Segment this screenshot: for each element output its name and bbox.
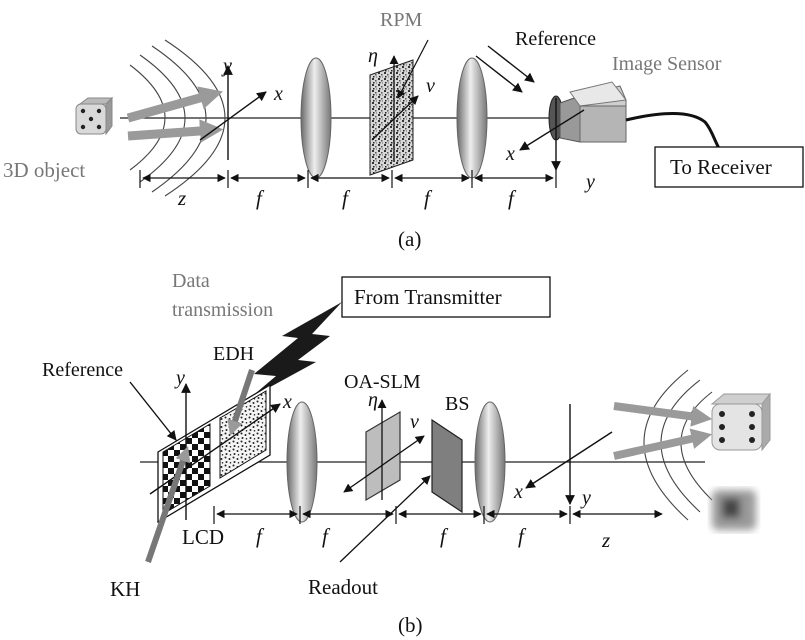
reference-arrow [487, 45, 535, 83]
y-axis-label: y [174, 367, 185, 389]
x-axis-arrow [519, 109, 585, 151]
lightning-icon [250, 302, 342, 398]
beam-arrow [613, 402, 713, 427]
caption-b: (b) [398, 613, 423, 637]
x-axis-arrow [525, 431, 613, 489]
rpm-plate [369, 59, 414, 176]
oa-slm-label: OA-SLM [344, 371, 421, 393]
beam-arrow [126, 86, 224, 123]
y-axis-label: y [580, 487, 591, 509]
x-axis-label: x [273, 83, 283, 105]
lens [474, 401, 506, 523]
x-axis-label: x [282, 391, 292, 413]
data-transmission-label-1: Data [172, 270, 210, 292]
beam-splitter [431, 418, 463, 514]
distance-label: f [256, 524, 265, 548]
reference-label: Reference [515, 28, 596, 50]
distance-label: f [518, 524, 527, 548]
panel-b: Data transmission From Transmitter y x R… [42, 270, 772, 637]
nu-axis-arrow [371, 95, 419, 141]
x-axis-arrow [199, 91, 267, 141]
x-axis-label: x [505, 143, 515, 165]
edh-pointer [227, 369, 255, 436]
y-axis-label: y [584, 171, 595, 193]
lens [286, 401, 318, 523]
blurred-dice-icon [712, 490, 756, 530]
to-receiver-box [654, 146, 804, 188]
readout-label: Readout [308, 575, 378, 599]
dimension-lines-b [213, 506, 663, 524]
lens [456, 57, 488, 179]
image-sensor-icon [548, 81, 627, 143]
x-axis-label: x [513, 481, 523, 503]
distance-label: f [342, 186, 351, 210]
kh-pointer [145, 446, 191, 563]
reference-label: Reference [42, 359, 123, 381]
nu-axis-arrow [343, 435, 425, 493]
eta-label: η [368, 45, 378, 67]
reference-arrow [129, 381, 177, 441]
distance-label: f [440, 524, 449, 548]
kh-label: KH [110, 577, 140, 601]
distance-label: z [177, 186, 186, 210]
rpm-pointer [397, 39, 429, 99]
rpm-label: RPM [380, 9, 422, 31]
reference-arrow [475, 55, 523, 93]
readout-pointer [339, 475, 431, 563]
nu-label: ν [426, 75, 435, 97]
distance-label: z [601, 528, 610, 552]
nu-label: ν [410, 411, 419, 433]
lens [300, 57, 332, 179]
distance-label: f [508, 186, 517, 210]
caption-a: (a) [398, 227, 421, 251]
distance-label: f [322, 524, 331, 548]
data-transmission-label-2: transmission [172, 299, 273, 321]
from-transmitter-box [341, 276, 551, 318]
object-label: 3D object [3, 158, 85, 182]
bs-label: BS [445, 393, 469, 415]
y-axis-label: y [221, 55, 232, 77]
beam-arrow [613, 428, 713, 460]
beam-arrow [127, 119, 224, 143]
panel-a: y x η ν RPM Reference Image Sensor To Re… [3, 9, 804, 251]
from-transmitter-label: From Transmitter [354, 285, 502, 309]
dice-object-icon [75, 96, 114, 136]
x-axis-arrow [149, 403, 281, 495]
dice-object-icon [710, 392, 772, 452]
to-receiver-label: To Receiver [670, 155, 772, 179]
image-sensor-label: Image Sensor [612, 53, 722, 75]
edh-label: EDH [213, 343, 254, 365]
distance-label: f [424, 186, 433, 210]
sensor-cable [625, 112, 722, 151]
lcd-label: LCD [182, 525, 224, 549]
edh-hologram [219, 390, 267, 479]
eta-label: η [368, 389, 378, 411]
dimension-lines-a [139, 170, 557, 188]
distance-label: f [256, 186, 265, 210]
